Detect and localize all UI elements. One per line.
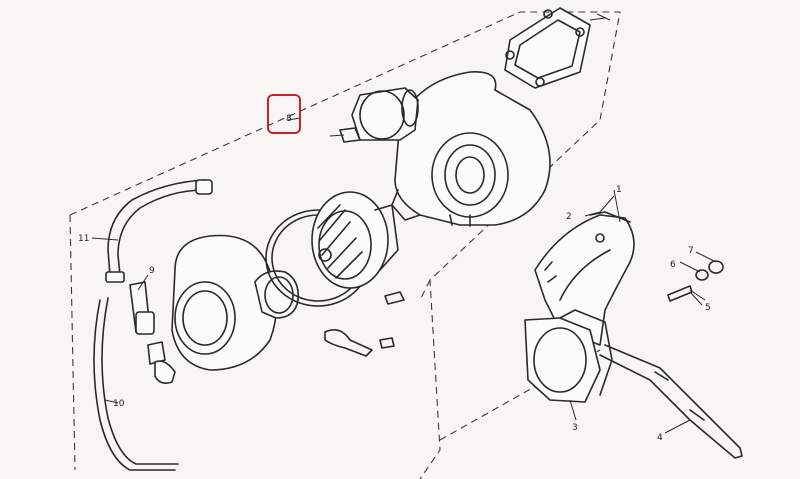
callout-4: 4 bbox=[657, 433, 663, 443]
exhaust-flange-plate bbox=[504, 7, 611, 89]
wastegate-actuator bbox=[329, 87, 419, 143]
callout-10: 10 bbox=[113, 399, 125, 409]
center-housing-impeller bbox=[311, 191, 399, 289]
callout-9: 9 bbox=[149, 266, 155, 276]
callout-6: 6 bbox=[670, 260, 676, 270]
stud-washer-nut bbox=[667, 260, 724, 302]
turbine-housing bbox=[391, 71, 551, 227]
callout-1: 1 bbox=[616, 185, 622, 195]
callout-2: 2 bbox=[566, 212, 572, 222]
compressor-housing bbox=[171, 234, 300, 371]
callout-7: 7 bbox=[688, 246, 694, 256]
leader-lines bbox=[91, 117, 717, 434]
exhaust-gasket bbox=[524, 309, 613, 403]
bolt-set bbox=[324, 291, 405, 357]
callout-11: 11 bbox=[78, 234, 89, 244]
highlight-box-part-8[interactable] bbox=[267, 94, 301, 134]
oil-drain-line bbox=[93, 281, 179, 471]
callout-3: 3 bbox=[572, 423, 578, 433]
callout-labels: 1 2 3 4 5 6 7 8 9 10 11 bbox=[78, 114, 711, 443]
exhaust-elbow bbox=[534, 211, 635, 346]
callout-8: 8 bbox=[286, 114, 292, 124]
oil-hose bbox=[105, 179, 213, 283]
wastegate-rod bbox=[599, 344, 743, 459]
callout-5: 5 bbox=[705, 303, 711, 313]
